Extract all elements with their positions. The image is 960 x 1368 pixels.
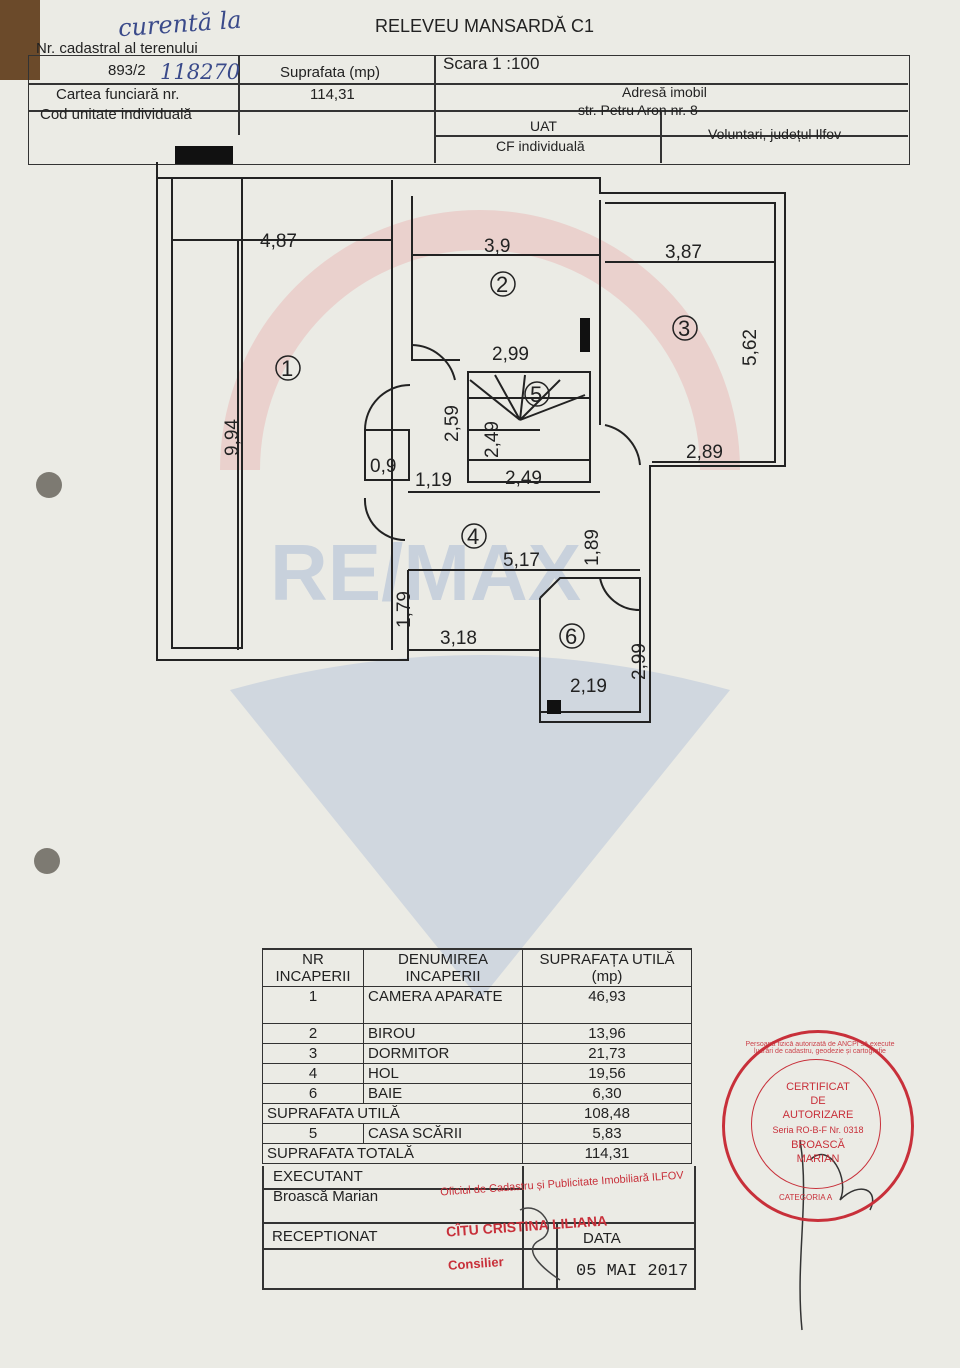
punch-hole — [34, 848, 60, 874]
rooms-table: NR INCAPERII DENUMIREA INCAPERII SUPRAFA… — [262, 948, 692, 1164]
dim-label: 4,87 — [260, 231, 297, 252]
room-area: 5,83 — [522, 1123, 692, 1144]
dim-label: 1,79 — [394, 591, 415, 628]
util-row: SUPRAFATA UTILĂ 108,48 — [262, 1103, 692, 1124]
cf-label: Cartea funciară nr. — [56, 86, 180, 103]
table-row: 2 BIROU 13,96 — [262, 1023, 692, 1044]
room-area: 21,73 — [522, 1043, 692, 1064]
room-number: 2 — [496, 272, 508, 297]
room-name: DORMITOR — [363, 1043, 523, 1064]
room-name: BAIE — [363, 1083, 523, 1104]
cui-label: Cod unitate individuală — [40, 106, 192, 123]
cadastral-label: Nr. cadastral al terenului — [36, 40, 198, 57]
address-value: str. Petru Aron nr. 8 — [578, 102, 698, 118]
dim-label: 2,99 — [492, 344, 529, 365]
table-row: 3 DORMITOR 21,73 — [262, 1043, 692, 1064]
handwritten-cadastral: 118270 — [160, 60, 241, 84]
scale-label: Scara 1 :100 — [443, 54, 540, 73]
room-number: 6 — [565, 624, 577, 649]
dim-label: 2,99 — [629, 643, 650, 680]
room-number: 5 — [530, 382, 542, 407]
stamp-line: MARIAN — [796, 1153, 840, 1165]
stamp-ring-text: Persoană fizică autorizată de ANCPI să e… — [745, 1041, 895, 1055]
data-label: DATA — [583, 1230, 621, 1247]
dim-label: 1,89 — [582, 529, 603, 566]
dim-label: 2,59 — [442, 405, 463, 442]
uat-value: Voluntari, județul Ilfov — [708, 126, 842, 142]
table-header-cell: SUPRAFAȚA UTILĂ (mp) — [522, 948, 692, 987]
total-row: SUPRAFATA TOTALĂ 114,31 — [262, 1143, 692, 1164]
area-value: 114,31 — [310, 86, 355, 103]
dim-label: 5,17 — [503, 550, 540, 571]
room-number: 1 — [281, 356, 293, 381]
authorization-stamp: CERTIFICAT DE AUTORIZARE Seria RO-B-F Nr… — [722, 1030, 914, 1222]
dim-label: 5,62 — [740, 329, 761, 366]
stamp-line: CERTIFICAT — [786, 1081, 850, 1093]
dim-label: 3,87 — [665, 242, 702, 263]
stamp-line: DE — [810, 1095, 826, 1107]
stamp-line: BROASCĂ — [791, 1139, 845, 1151]
room-number: 4 — [467, 524, 479, 549]
total-value: 114,31 — [522, 1143, 692, 1164]
dim-label: 3,9 — [484, 236, 510, 257]
executant-label: EXECUTANT — [273, 1168, 363, 1185]
dim-label: 0,9 — [370, 456, 396, 477]
room-number: 3 — [678, 316, 690, 341]
room-name: CAMERA APARATE — [363, 986, 523, 1024]
watermark-text: RE/MAX — [270, 528, 581, 617]
table-background — [0, 0, 40, 80]
uat-label: UAT — [530, 118, 557, 134]
cadastral-value: 893/2 — [108, 62, 146, 79]
signature-block — [262, 1166, 696, 1290]
cf-individual-label: CF individuală — [496, 138, 585, 154]
dim-label: 2,19 — [570, 676, 607, 697]
punch-hole — [36, 472, 62, 498]
remax-watermark: RE/MAX — [220, 210, 740, 1000]
dim-label: 2,49 — [482, 421, 503, 458]
total-label: SUPRAFATA TOTALĂ — [262, 1143, 523, 1164]
stamp-line: AUTORIZARE — [782, 1109, 854, 1121]
date-value: 05 MAI 2017 — [576, 1262, 689, 1281]
dim-label: 1,19 — [415, 470, 452, 491]
table-row: 5 CASA SCĂRII 5,83 — [262, 1123, 692, 1144]
receptionat-label: RECEPTIONAT — [272, 1228, 378, 1245]
stamp-category: CATEGORIA A — [779, 1193, 833, 1202]
address-label: Adresă imobil — [622, 84, 707, 100]
page-title: RELEVEU MANSARDĂ C1 — [375, 16, 595, 36]
executant-name: Broască Marian — [273, 1188, 379, 1205]
dim-label: 3,18 — [440, 628, 477, 649]
dim-label: 2,89 — [686, 442, 723, 463]
dim-label: 9,94 — [222, 419, 243, 456]
dim-label: 2,49 — [505, 468, 542, 489]
area-label: Suprafata (mp) — [280, 64, 381, 81]
stamp-line: Seria RO-B-F Nr. 0318 — [772, 1125, 864, 1135]
